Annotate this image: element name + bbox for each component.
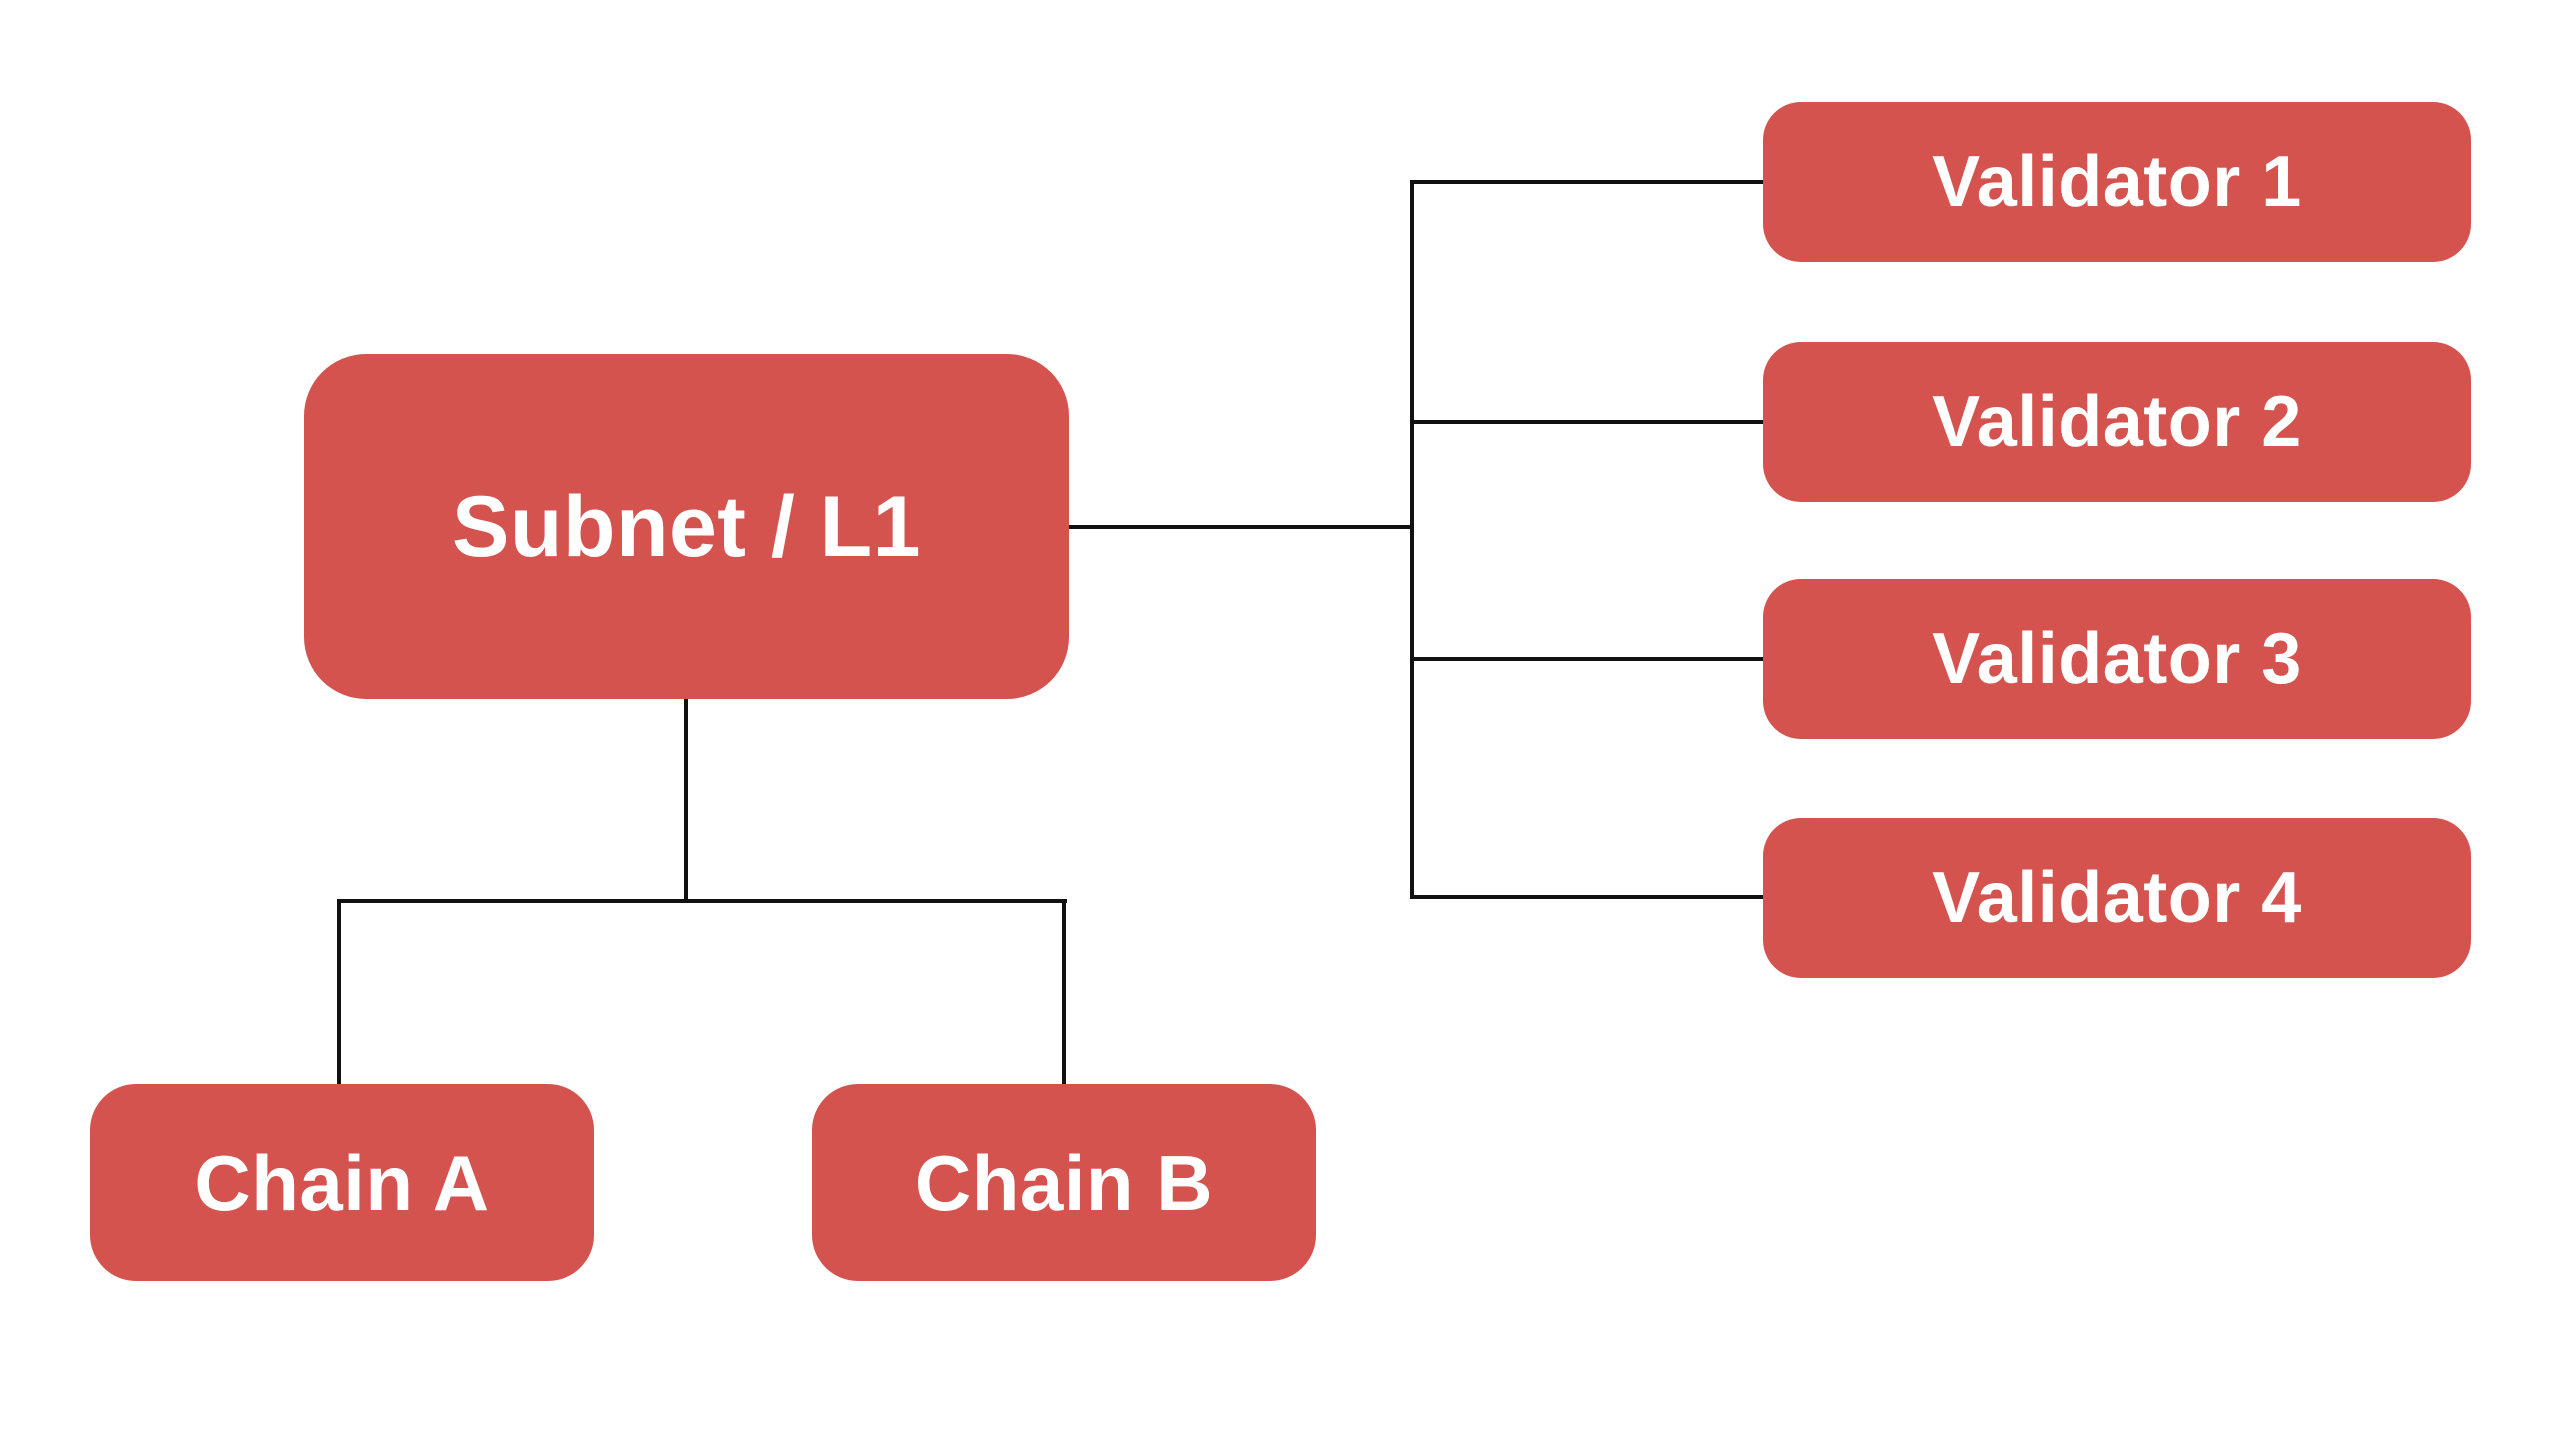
connector-bar-to-chain-b — [1062, 899, 1066, 1084]
connector-chain-branch-bar — [337, 899, 1067, 903]
node-validator-4: Validator 4 — [1763, 818, 2471, 978]
node-chain-b: Chain B — [812, 1084, 1316, 1281]
connector-subnet-to-chain-bar — [684, 699, 688, 903]
node-chain-a: Chain A — [90, 1084, 594, 1281]
node-validator-3: Validator 3 — [1763, 579, 2471, 739]
node-subnet-l1: Subnet / L1 — [304, 354, 1069, 699]
connector-bar-to-chain-a — [337, 899, 341, 1084]
connector-trunk-to-validator-4 — [1410, 895, 1763, 899]
connector-trunk-to-validator-3 — [1410, 657, 1763, 661]
node-validator-1: Validator 1 — [1763, 102, 2471, 262]
connector-trunk-to-validator-1 — [1410, 180, 1763, 184]
connector-subnet-to-trunk — [1069, 525, 1413, 529]
connector-validator-trunk — [1410, 180, 1414, 899]
node-validator-2: Validator 2 — [1763, 342, 2471, 502]
connector-trunk-to-validator-2 — [1410, 420, 1763, 424]
